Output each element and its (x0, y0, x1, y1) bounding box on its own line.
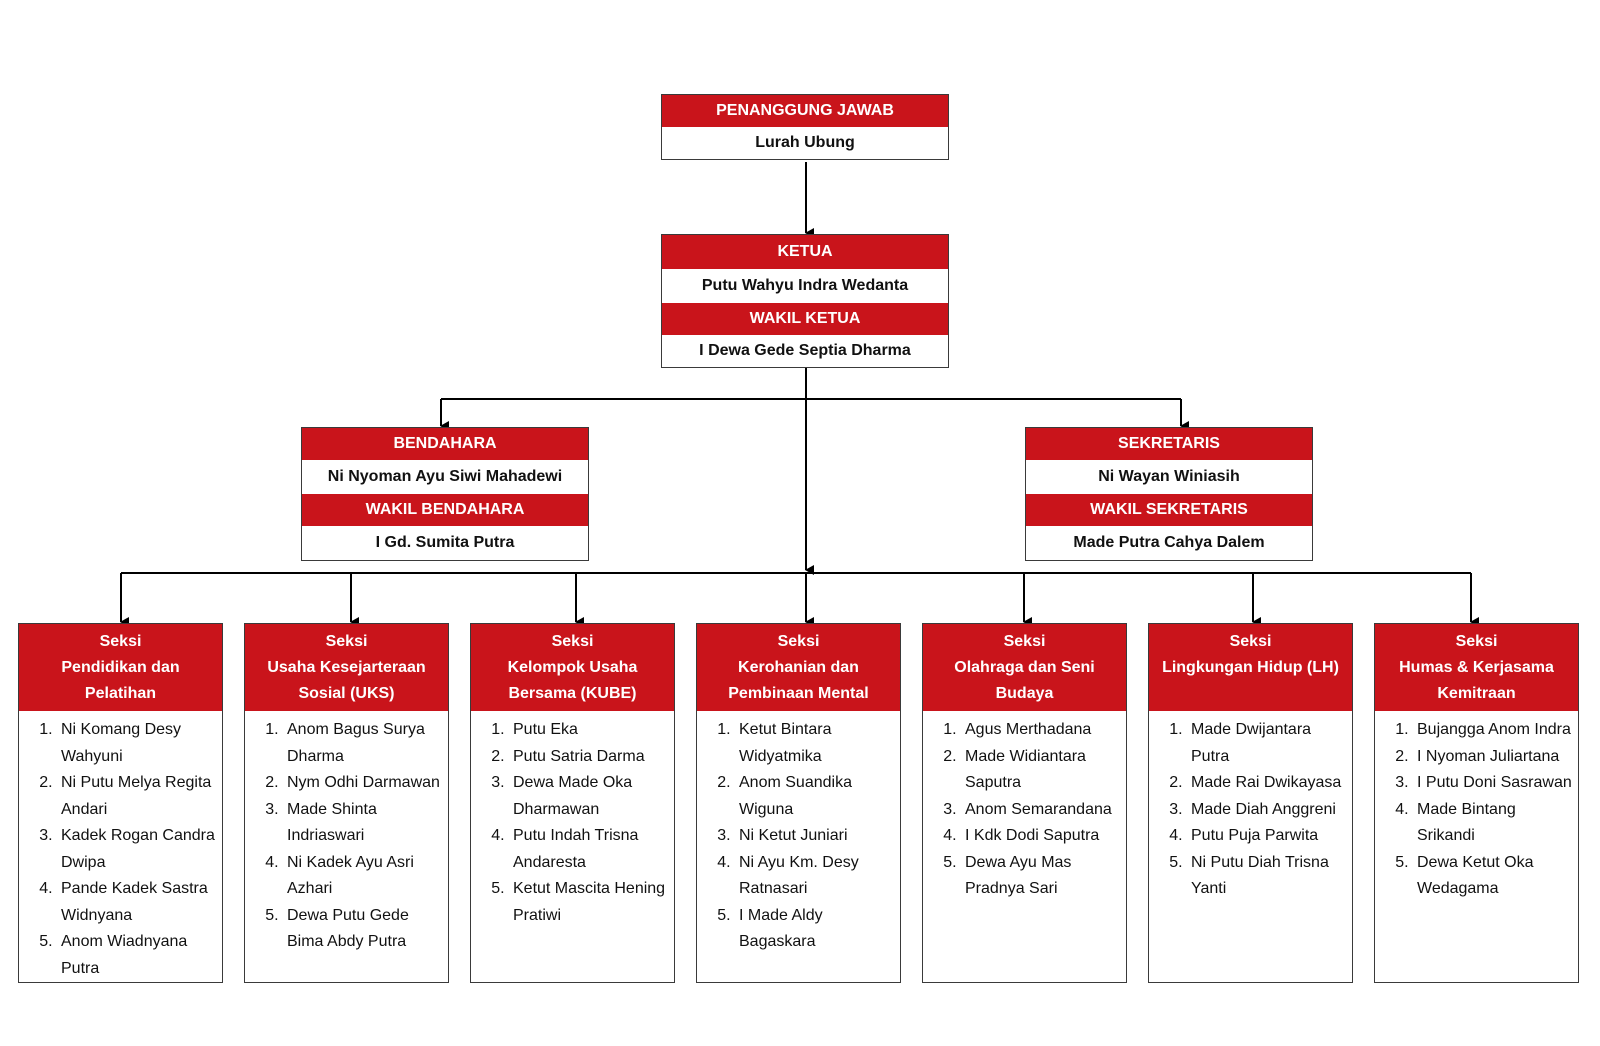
member-list: Agus Merthadana Made Widiantara Saputra … (923, 711, 1126, 903)
seksi-lingkungan-box: Seksi Lingkungan Hidup (LH) Made Dwijant… (1148, 623, 1353, 983)
seksi-name-line-1: Lingkungan Hidup (LH) (1162, 659, 1339, 676)
seksi-label: Seksi (325, 633, 368, 650)
list-item: Putu Satria Darma (509, 744, 668, 771)
list-item: Ni Ayu Km. Desy Ratnasari (735, 850, 894, 903)
wakil-bendahara-name: I Gd. Sumita Putra (302, 526, 588, 560)
ketua-title: KETUA (662, 235, 948, 269)
seksi-label: Seksi (551, 633, 594, 650)
seksi-label: Seksi (1455, 633, 1498, 650)
list-item: Made Diah Anggreni (1187, 797, 1346, 824)
list-item: Bujangga Anom Indra (1413, 717, 1572, 744)
seksi-humas-box: Seksi Humas & Kerjasama Kemitraan Bujang… (1374, 623, 1579, 983)
list-item: I Putu Doni Sasrawan (1413, 770, 1572, 797)
penanggung-jawab-box: PENANGGUNG JAWAB Lurah Ubung (661, 94, 949, 160)
seksi-label: Seksi (777, 633, 820, 650)
seksi-name-line-2: Pembinaan Mental (728, 685, 869, 702)
list-item: Anom Bagus Surya Dharma (283, 717, 442, 770)
list-item: Agus Merthadana (961, 717, 1120, 744)
list-item: Made Dwijantara Putra (1187, 717, 1346, 770)
wakil-bendahara-title: WAKIL BENDAHARA (302, 494, 588, 526)
list-item: Ni Ketut Juniari (735, 823, 894, 850)
wakil-ketua-title: WAKIL KETUA (662, 303, 948, 335)
seksi-header: Seksi Kerohanian dan Pembinaan Mental (697, 624, 900, 711)
seksi-header: Seksi Olahraga dan Seni Budaya (923, 624, 1126, 711)
seksi-pendidikan-box: Seksi Pendidikan dan Pelatihan Ni Komang… (18, 623, 223, 983)
list-item: I Kdk Dodi Saputra (961, 823, 1120, 850)
seksi-name-line-2: Pelatihan (84, 685, 157, 702)
seksi-name-line-1: Kelompok Usaha (507, 659, 638, 676)
wakil-sekretaris-name: Made Putra Cahya Dalem (1026, 526, 1312, 560)
seksi-name-line-2: Sosial (UKS) (298, 685, 395, 702)
list-item: Anom Wiadnyana Putra (57, 929, 216, 982)
bendahara-title: BENDAHARA (302, 428, 588, 460)
seksi-name-line-2: Kemitraan (1437, 685, 1516, 702)
ketua-name: Putu Wahyu Indra Wedanta (662, 269, 948, 303)
list-item: Anom Suandika Wiguna (735, 770, 894, 823)
penanggung-jawab-title: PENANGGUNG JAWAB (662, 95, 948, 127)
list-item: Dewa Ayu Mas Pradnya Sari (961, 850, 1120, 903)
seksi-uks-box: Seksi Usaha Kesejarteraan Sosial (UKS) A… (244, 623, 449, 983)
list-item: Made Shinta Indriaswari (283, 797, 442, 850)
list-item: Ni Komang Desy Wahyuni (57, 717, 216, 770)
seksi-name-line-1: Usaha Kesejarteraan (267, 659, 426, 676)
seksi-olahraga-box: Seksi Olahraga dan Seni Budaya Agus Mert… (922, 623, 1127, 983)
list-item: Ketut Bintara Widyatmika (735, 717, 894, 770)
sekretaris-name: Ni Wayan Winiasih (1026, 460, 1312, 494)
list-item: Ni Putu Diah Trisna Yanti (1187, 850, 1346, 903)
seksi-label: Seksi (99, 633, 142, 650)
seksi-header: Seksi Kelompok Usaha Bersama (KUBE) (471, 624, 674, 711)
list-item: Dewa Ketut Oka Wedagama (1413, 850, 1572, 903)
seksi-name-line-2: Budaya (995, 685, 1054, 702)
list-item: Putu Indah Trisna Andaresta (509, 823, 668, 876)
list-item: Kadek Rogan Candra Dwipa (57, 823, 216, 876)
seksi-kerohanian-box: Seksi Kerohanian dan Pembinaan Mental Ke… (696, 623, 901, 983)
seksi-label: Seksi (1229, 633, 1272, 650)
member-list: Putu Eka Putu Satria Darma Dewa Made Oka… (471, 711, 674, 929)
list-item: I Made Aldy Bagaskara (735, 903, 894, 956)
seksi-header: Seksi Lingkungan Hidup (LH) (1149, 624, 1352, 711)
list-item: Ketut Mascita Hening Pratiwi (509, 876, 668, 929)
seksi-name-line-1: Kerohanian dan (738, 659, 859, 676)
wakil-sekretaris-title: WAKIL SEKRETARIS (1026, 494, 1312, 526)
sekretaris-box: SEKRETARIS Ni Wayan Winiasih WAKIL SEKRE… (1025, 427, 1313, 561)
list-item: I Nyoman Juliartana (1413, 744, 1572, 771)
wakil-ketua-name: I Dewa Gede Septia Dharma (662, 335, 948, 367)
list-item: Ni Putu Melya Regita Andari (57, 770, 216, 823)
seksi-header: Seksi Usaha Kesejarteraan Sosial (UKS) (245, 624, 448, 711)
member-list: Made Dwijantara Putra Made Rai Dwikayasa… (1149, 711, 1352, 903)
list-item: Made Bintang Srikandi (1413, 797, 1572, 850)
seksi-name-line-1: Olahraga dan Seni (954, 659, 1095, 676)
ketua-box: KETUA Putu Wahyu Indra Wedanta WAKIL KET… (661, 234, 949, 368)
list-item: Dewa Putu Gede Bima Abdy Putra (283, 903, 442, 956)
sekretaris-title: SEKRETARIS (1026, 428, 1312, 460)
list-item: Pande Kadek Sastra Widnyana (57, 876, 216, 929)
list-item: Nym Odhi Darmawan (283, 770, 442, 797)
list-item: Made Rai Dwikayasa (1187, 770, 1346, 797)
bendahara-box: BENDAHARA Ni Nyoman Ayu Siwi Mahadewi WA… (301, 427, 589, 561)
list-item: Putu Eka (509, 717, 668, 744)
seksi-header: Seksi Pendidikan dan Pelatihan (19, 624, 222, 711)
seksi-name-line-1: Pendidikan dan (61, 659, 180, 676)
seksi-name-line-2: Bersama (KUBE) (508, 685, 637, 702)
seksi-name-line-1: Humas & Kerjasama (1399, 659, 1554, 676)
penanggung-jawab-name: Lurah Ubung (662, 127, 948, 159)
member-list: Bujangga Anom Indra I Nyoman Juliartana … (1375, 711, 1578, 903)
list-item: Dewa Made Oka Dharmawan (509, 770, 668, 823)
list-item: Anom Semarandana (961, 797, 1120, 824)
list-item: Putu Puja Parwita (1187, 823, 1346, 850)
seksi-label: Seksi (1003, 633, 1046, 650)
member-list: Ni Komang Desy Wahyuni Ni Putu Melya Reg… (19, 711, 222, 982)
seksi-kube-box: Seksi Kelompok Usaha Bersama (KUBE) Putu… (470, 623, 675, 983)
bendahara-name: Ni Nyoman Ayu Siwi Mahadewi (302, 460, 588, 494)
member-list: Ketut Bintara Widyatmika Anom Suandika W… (697, 711, 900, 956)
list-item: Made Widiantara Saputra (961, 744, 1120, 797)
member-list: Anom Bagus Surya Dharma Nym Odhi Darmawa… (245, 711, 448, 956)
list-item: Ni Kadek Ayu Asri Azhari (283, 850, 442, 903)
seksi-header: Seksi Humas & Kerjasama Kemitraan (1375, 624, 1578, 711)
